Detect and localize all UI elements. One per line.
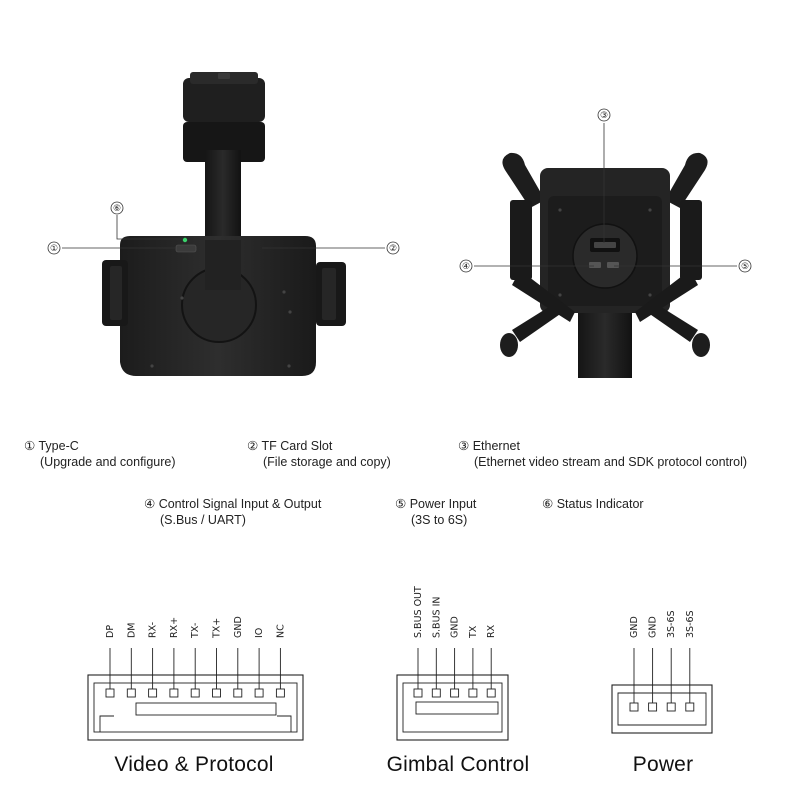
pin-label: GND [450,616,461,638]
legend-title: Power Input [409,497,477,511]
connector-inner-frame [617,692,707,726]
legend-number: ⑤ [395,497,407,511]
pin-contact [486,688,496,698]
callout-marker-5 [738,259,752,273]
gimbal-front-view [102,72,346,376]
rear-callout-lines [474,123,737,267]
pin-label: 3S-6S [666,610,677,638]
gimbal-rear-view [500,152,710,378]
callout-3: ③ [600,111,608,121]
pin-contact [685,702,695,712]
legend-item-ethernet: ③ Ethernet (Ethernet video stream and SD… [458,438,747,470]
legend-number: ③ [458,439,470,453]
legend-number: ⑥ [542,497,554,511]
pin-contact [148,688,158,698]
connector-housing [396,674,509,741]
legend-desc: (Ethernet video stream and SDK protocol … [474,455,748,469]
connector-title-power: Power [632,753,694,776]
pin-contact [666,702,676,712]
legend-title: Type-C [38,439,79,453]
pin-label: DP [105,625,116,638]
legend-item-power-input: ⑤ Power Input (3S to 6S) [395,496,476,528]
callout-marker-6 [110,201,124,215]
pin-label: RX- [148,622,159,638]
connector-0: DP DM RX- RX+ TX- TX+ GND IO NC [87,616,304,741]
front-callout-lines [62,215,385,249]
connector-1: S.BUS OUT S.BUS IN GND TX RX [396,586,509,741]
pin-label: GND [629,616,640,638]
pin-label: TX [468,625,479,639]
pin-contact [105,688,115,698]
legend-item-tf-card: ② TF Card Slot (File storage and copy) [247,438,391,470]
pin-label: GND [648,616,659,638]
pin-contact [431,688,441,698]
pin-contact [275,688,285,698]
connector-title-video-protocol: Video & Protocol [114,753,274,776]
callout-2: ② [389,244,397,254]
connector-inner-frame [402,682,503,733]
pin-contact [648,702,658,712]
legend-item-type-c: ① Type-C (Upgrade and configure) [24,438,176,470]
pin-label: 3S-6S [685,610,696,638]
pin-contact [169,688,179,698]
legend-number: ④ [144,497,156,511]
pin-label: TX+ [212,618,223,639]
connector-key-bar [135,702,277,716]
pin-label: S.BUS OUT [413,586,424,638]
pin-contact [450,688,460,698]
callout-marker-1 [47,241,61,255]
callout-marker-3 [597,108,611,122]
legend-desc: (S.Bus / UART) [160,513,246,527]
pin-contact [212,688,221,698]
pin-label: GND [233,616,244,638]
legend-item-control-signal: ④ Control Signal Input & Output (S.Bus /… [144,496,321,528]
legend-desc: (Upgrade and configure) [40,455,176,469]
connector-latch-right [277,715,292,732]
pin-label: S.BUS IN [431,597,442,638]
callout-1: ① [50,244,58,254]
pin-contact [190,688,200,698]
pin-label: IO [254,628,265,638]
device-illustrations: ① ⑥ ② [47,72,752,378]
legend-desc: (3S to 6S) [411,513,468,527]
connector-title-gimbal-control: Gimbal Control [386,753,530,776]
connector-key-bar [415,701,499,715]
pin-contact [254,688,264,698]
connector-2: GND GND 3S-6S 3S-6S [611,610,713,734]
pin-label: NC [275,624,286,638]
legend-number: ② [247,439,259,453]
callout-6: ⑥ [113,204,121,214]
connector-housing [611,684,713,734]
legend-title: TF Card Slot [261,439,333,453]
legend-title: Status Indicator [556,497,644,511]
pin-contact [233,688,243,698]
connector-pinouts: DP DM RX- RX+ TX- TX+ GND IO NC S.BUS OUT S.BUS IN… [87,586,713,741]
callout-5: ⑤ [741,262,749,272]
pin-contact [468,688,478,698]
callout-4: ④ [462,262,470,272]
legend-title: Control Signal Input & Output [158,497,322,511]
pin-contact [126,688,136,698]
connector-latch-left [99,715,114,732]
legend-item-status-indicator: ⑥ Status Indicator [542,496,644,512]
legend-desc: (File storage and copy) [263,455,391,469]
pin-label: TX- [190,623,201,639]
callout-marker-4 [459,259,473,273]
pin-label: DM [126,622,137,638]
callout-marker-2 [386,241,400,255]
pin-label: RX+ [169,617,180,638]
legend-number: ① [24,439,36,453]
legend-title: Ethernet [472,439,520,453]
pin-contact [629,702,639,712]
pin-contact [413,688,423,698]
pin-label: RX [486,624,497,638]
